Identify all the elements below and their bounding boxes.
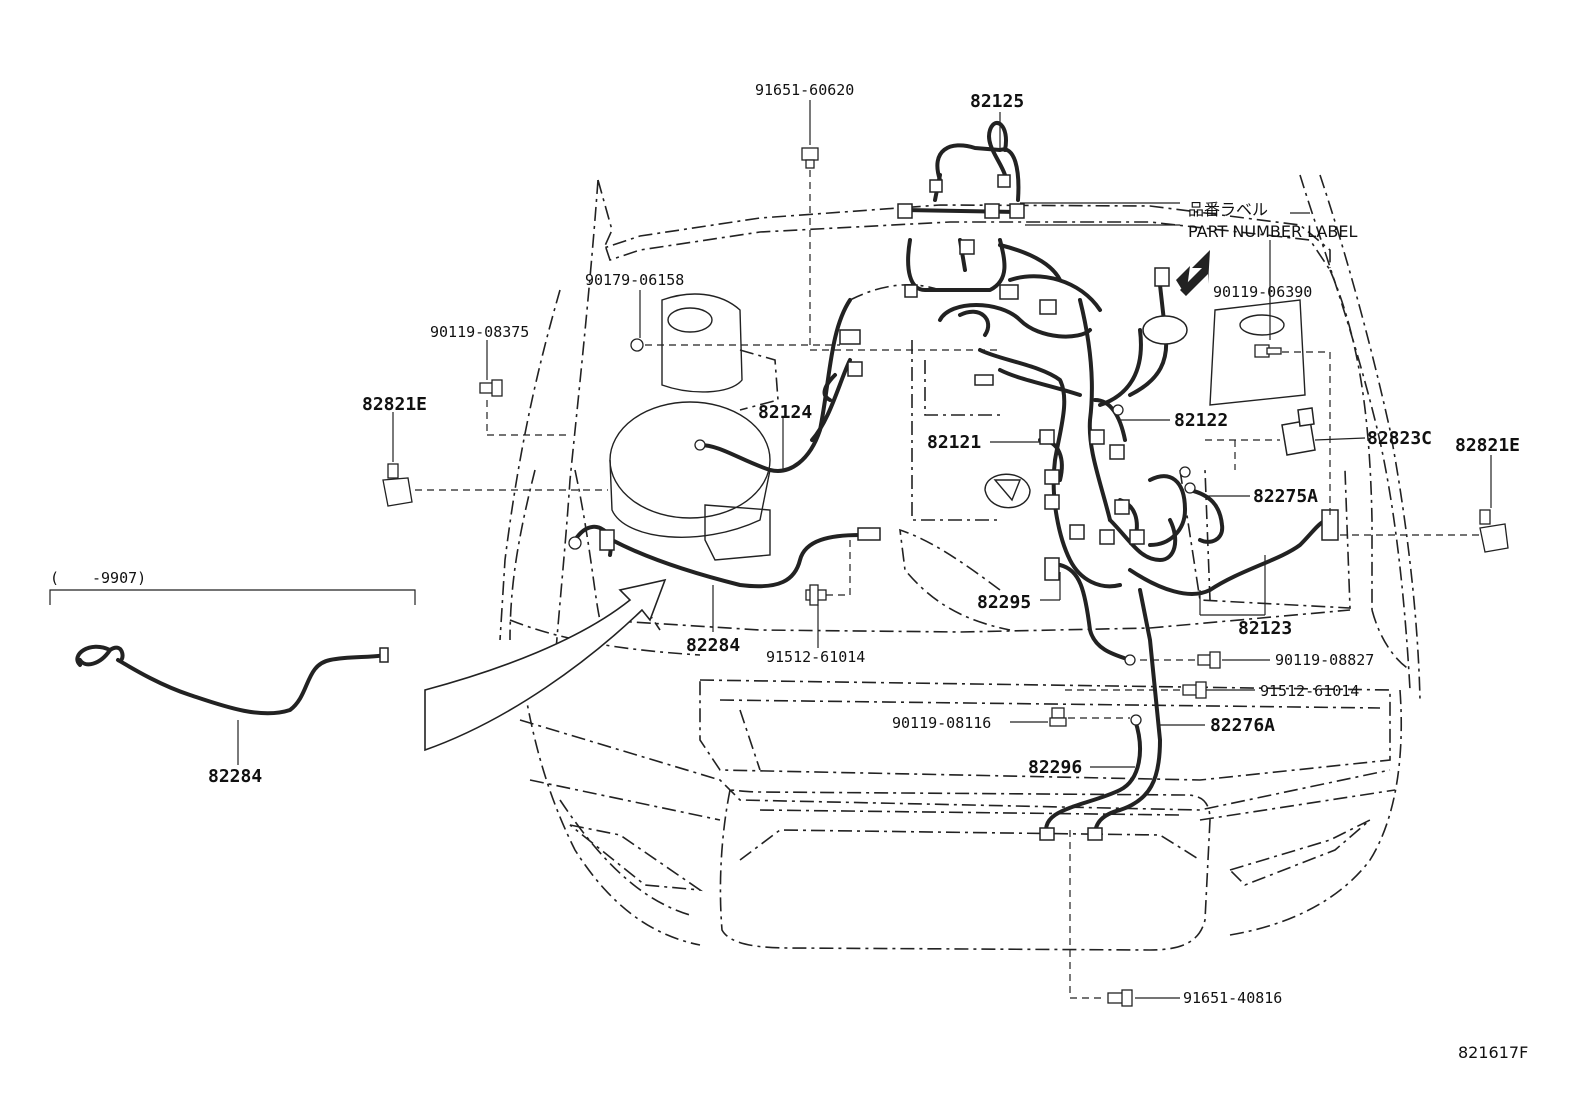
harness-82125 <box>897 121 1062 298</box>
label-91651-40816: 91651-40816 <box>1183 989 1282 1007</box>
label-82121: 82121 <box>927 432 981 453</box>
inset-variant-82284 <box>49 589 416 716</box>
bolt-icon <box>1182 681 1207 699</box>
leader-lines <box>237 100 1492 999</box>
label-82124: 82124 <box>758 402 812 423</box>
harness-82123 <box>1128 482 1339 596</box>
vehicle-body-outline <box>499 174 1421 951</box>
clip-icon <box>1479 509 1509 553</box>
part-labels: 91651-60620 82125 品番ラベル PART NUMBER LABE… <box>50 81 1528 1062</box>
harness-82124 <box>694 298 863 473</box>
label-82821E-left: 82821E <box>362 394 427 415</box>
label-91512-61014-left: 91512-61014 <box>766 648 865 666</box>
label-91651-60620: 91651-60620 <box>755 81 854 99</box>
label-inset-open-paren: ( <box>50 569 59 587</box>
label-82823C: 82823C <box>1367 428 1432 449</box>
bolt-icon <box>805 584 827 606</box>
harness-82276A-82296 <box>1039 588 1162 841</box>
label-82284-inset: 82284 <box>208 766 262 787</box>
bolt-icon <box>479 379 503 397</box>
bolt-icon <box>630 338 644 352</box>
inset-reference-arrow-icon <box>424 578 667 752</box>
reservoir-tank <box>661 293 779 411</box>
label-82284: 82284 <box>686 635 740 656</box>
label-82296: 82296 <box>1028 757 1082 778</box>
diagram-id: 821617F <box>1458 1043 1528 1062</box>
label-82275A: 82275A <box>1253 486 1318 507</box>
label-82123: 82123 <box>1238 618 1292 639</box>
air-cleaner <box>609 401 771 561</box>
harness-82121-82122 <box>938 267 1191 589</box>
bolt-icon <box>801 147 819 169</box>
harness-82284 <box>568 524 881 589</box>
label-90179-06158: 90179-06158 <box>585 271 684 289</box>
engine-cap <box>984 473 1031 509</box>
harness-82295 <box>1044 557 1136 666</box>
bolt-icon <box>1049 707 1067 727</box>
label-90119-08116: 90119-08116 <box>892 714 991 732</box>
relay-block-right <box>1281 407 1316 456</box>
label-90119-06390: 90119-06390 <box>1213 283 1312 301</box>
label-91512-61014-right: 91512-61014 <box>1260 682 1359 700</box>
label-82125: 82125 <box>970 91 1024 112</box>
label-part-number-label: PART NUMBER LABEL <box>1188 222 1357 241</box>
label-part-number-jp: 品番ラベル <box>1188 200 1268 219</box>
label-90119-08375: 90119-08375 <box>430 323 529 341</box>
label-82276A: 82276A <box>1210 715 1275 736</box>
label-90119-08827: 90119-08827 <box>1275 651 1374 669</box>
clip-icon <box>382 463 413 507</box>
label-82295: 82295 <box>977 592 1031 613</box>
label-82122: 82122 <box>1174 410 1228 431</box>
label-inset-range: -9907) <box>92 569 146 587</box>
bolt-icon <box>1254 344 1282 358</box>
battery <box>1209 299 1306 406</box>
bolt-icon <box>1197 651 1221 669</box>
bolt-icon <box>1107 989 1133 1007</box>
label-82821E-right: 82821E <box>1455 435 1520 456</box>
part-number-label-arrow-icon <box>1176 250 1210 296</box>
